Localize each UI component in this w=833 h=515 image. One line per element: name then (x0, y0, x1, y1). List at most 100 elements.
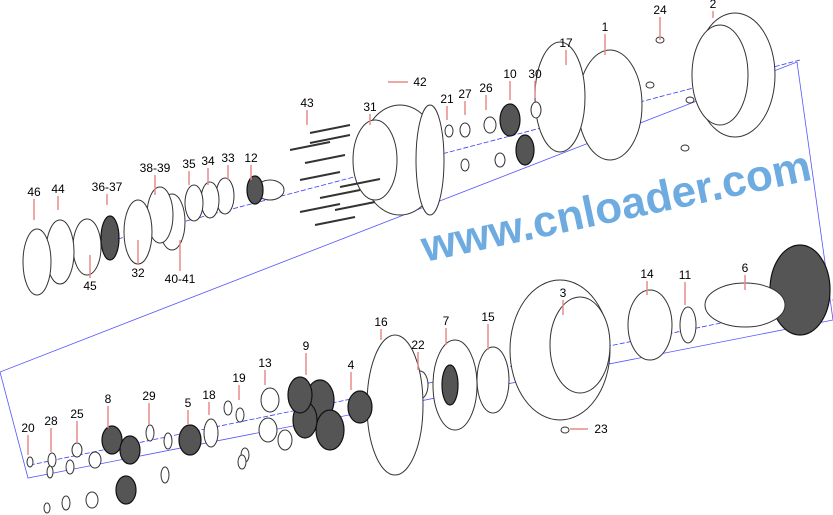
ring-part (61, 495, 71, 511)
ring-part (679, 306, 697, 344)
ring-part (680, 144, 690, 152)
callout-12: 12 (244, 151, 258, 165)
ring-part (160, 466, 170, 484)
callout-36-37: 36-37 (92, 180, 123, 194)
watermark: www.cnloader.com (416, 141, 815, 272)
callout-28: 28 (44, 414, 58, 428)
callout-45: 45 (83, 279, 97, 293)
callout-18: 18 (202, 388, 216, 402)
ring-part (22, 228, 52, 296)
assembly-frame-bottom (0, 61, 833, 479)
callout-22: 22 (411, 338, 425, 352)
ring-part (577, 49, 643, 161)
ring-part (352, 119, 398, 201)
ring-part (163, 432, 173, 450)
bolt-part (289, 141, 331, 151)
callout-20: 20 (21, 421, 35, 435)
ring-part (534, 41, 586, 153)
callout-14: 14 (640, 267, 654, 281)
gear-part (515, 134, 535, 166)
ring-part (560, 426, 570, 434)
ring-part (530, 101, 542, 119)
callout-25: 25 (70, 407, 84, 421)
callout-3: 3 (560, 286, 567, 300)
ring-part (645, 81, 655, 89)
callout-38-39: 38-39 (140, 161, 171, 175)
callout-1: 1 (602, 20, 609, 34)
callout-23: 23 (594, 422, 608, 436)
callout-27: 27 (458, 87, 472, 101)
ring-part (476, 346, 510, 414)
ring-part (85, 491, 99, 509)
callout-8: 8 (105, 392, 112, 406)
callout-7: 7 (443, 314, 450, 328)
callout-5: 5 (185, 396, 192, 410)
callout-32: 32 (131, 266, 145, 280)
ring-part (223, 400, 233, 416)
ring-part (460, 158, 470, 172)
ring-part (237, 454, 247, 470)
callout-9: 9 (303, 339, 310, 353)
leader-lines (27, 11, 746, 455)
callout-11: 11 (679, 268, 692, 282)
gear-part (315, 409, 345, 451)
gear-part (119, 435, 141, 465)
bolt-part (339, 178, 381, 188)
ring-part (494, 152, 506, 168)
ring-part (47, 452, 57, 468)
gear-part (347, 390, 373, 424)
bolt-part (299, 203, 341, 213)
bolt-part (304, 154, 346, 164)
ring-part (72, 218, 102, 276)
callout-31: 31 (363, 100, 377, 114)
bolt-part (334, 201, 376, 211)
center-axis-lower (29, 299, 833, 466)
callout-46: 46 (27, 185, 41, 199)
ring-part (415, 104, 445, 216)
callout-42: 42 (413, 75, 427, 89)
callout-29: 29 (142, 389, 156, 403)
ring-part (627, 289, 673, 361)
bolt-part (314, 216, 356, 226)
ring-part (26, 456, 34, 468)
ring-part (483, 116, 497, 134)
gear-part (287, 376, 313, 414)
bolt-part (319, 189, 361, 199)
ring-part (200, 181, 220, 219)
callout-16: 16 (374, 315, 388, 329)
ring-part (71, 442, 83, 458)
ring-part (444, 124, 454, 138)
callout-21: 21 (440, 92, 454, 106)
callout-17: 17 (559, 36, 573, 50)
callout-43: 43 (300, 96, 314, 110)
gear-part (499, 103, 521, 137)
ring-part (258, 417, 278, 443)
ring-part (46, 465, 54, 479)
gear-part (441, 364, 459, 406)
gear-part (115, 475, 137, 505)
callout-34: 34 (201, 154, 215, 168)
bolt-part (309, 124, 351, 134)
callout-4: 4 (348, 358, 355, 372)
gear-part (178, 424, 202, 456)
ring-part (260, 387, 280, 413)
callout-44: 44 (51, 182, 65, 196)
callout-13: 13 (258, 356, 272, 370)
bolt-part (299, 171, 341, 181)
callout-33: 33 (221, 151, 235, 165)
ring-part (145, 424, 155, 442)
ring-part (459, 122, 471, 138)
ring-part (65, 459, 75, 475)
callout-40-41: 40-41 (165, 272, 196, 286)
callout-15: 15 (481, 310, 495, 324)
gear-part (769, 244, 831, 336)
callout-26: 26 (479, 81, 493, 95)
parts-group (22, 12, 831, 514)
bolt-part (309, 134, 351, 144)
ring-part (691, 24, 749, 126)
ring-part (685, 96, 695, 104)
callout-2: 2 (710, 0, 717, 11)
